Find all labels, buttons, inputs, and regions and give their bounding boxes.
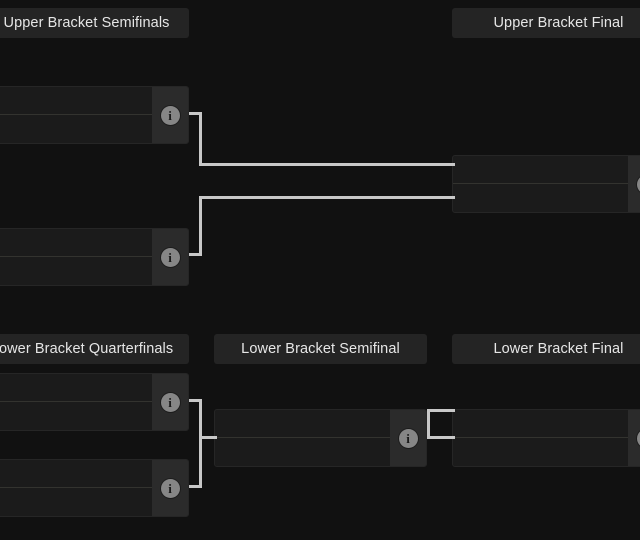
round-header-label: Lower Bracket Semifinal (241, 340, 400, 357)
info-icon[interactable]: i (160, 392, 180, 412)
match-slot-top[interactable] (0, 374, 188, 402)
match-lower-bracket-quarterfinal-2[interactable]: i (0, 459, 189, 517)
info-icon[interactable]: i (160, 105, 180, 125)
match-upper-bracket-semifinal-1[interactable]: i (0, 86, 189, 144)
match-info-column[interactable]: i (152, 229, 188, 285)
connector-ubsf2-vertical (199, 198, 202, 255)
info-icon[interactable]: i (160, 247, 180, 267)
match-slot-top[interactable] (0, 87, 188, 115)
round-header-lower-bracket-semifinal: Lower Bracket Semifinal (214, 334, 427, 364)
match-lower-bracket-quarterfinal-1[interactable]: i (0, 373, 189, 431)
match-info-column[interactable]: i (628, 156, 640, 212)
match-info-column[interactable]: i (390, 410, 426, 466)
connector-ubsf2-out (189, 253, 202, 256)
connector-ubsf1-out (189, 112, 202, 115)
connector-merge-to-lbsf-bottom (199, 436, 217, 439)
match-upper-bracket-semifinal-2[interactable]: i (0, 228, 189, 286)
round-header-label: Upper Bracket Semifinals (3, 14, 170, 31)
connector-merge-to-ubf-top (199, 163, 455, 166)
info-icon[interactable]: i (636, 174, 640, 194)
match-lower-bracket-semifinal[interactable]: i (214, 409, 427, 467)
match-info-column[interactable]: i (152, 374, 188, 430)
match-slot-bottom[interactable] (453, 438, 640, 466)
connector-ubsf1-vertical (199, 112, 202, 165)
connector-merge-to-ubf-bottom (199, 196, 455, 199)
connector-lbqf2-out (189, 485, 202, 488)
match-info-column[interactable]: i (628, 410, 640, 466)
connector-lbf-junction (427, 409, 430, 439)
connector-lbsf-out (427, 436, 455, 439)
round-header-upper-bracket-semifinals: Upper Bracket Semifinals (0, 8, 189, 38)
match-info-column[interactable]: i (152, 87, 188, 143)
round-header-label: Lower Bracket Quarterfinals (0, 340, 174, 357)
match-info-column[interactable]: i (152, 460, 188, 516)
match-slot-top[interactable] (453, 156, 640, 184)
match-slot-top[interactable] (453, 410, 640, 438)
round-header-label: Lower Bracket Final (493, 340, 624, 357)
info-icon[interactable]: i (398, 428, 418, 448)
match-slot-top[interactable] (0, 229, 188, 257)
round-header-label: Upper Bracket Final (493, 14, 624, 31)
match-lower-bracket-final[interactable]: i (452, 409, 640, 467)
connector-lbqf2-vertical (199, 436, 202, 487)
match-slot-top[interactable] (215, 410, 426, 438)
connector-to-lbf-top (427, 409, 455, 412)
connector-lbqf1-vertical (199, 399, 202, 438)
match-slot-top[interactable] (0, 460, 188, 488)
match-upper-bracket-final[interactable]: i (452, 155, 640, 213)
info-icon[interactable]: i (160, 478, 180, 498)
match-slot-bottom[interactable] (453, 184, 640, 212)
info-icon[interactable]: i (636, 428, 640, 448)
round-header-lower-bracket-quarterfinals: Lower Bracket Quarterfinals (0, 334, 189, 364)
round-header-lower-bracket-final: Lower Bracket Final (452, 334, 640, 364)
round-header-upper-bracket-final: Upper Bracket Final (452, 8, 640, 38)
connector-lbqf1-out (189, 399, 202, 402)
